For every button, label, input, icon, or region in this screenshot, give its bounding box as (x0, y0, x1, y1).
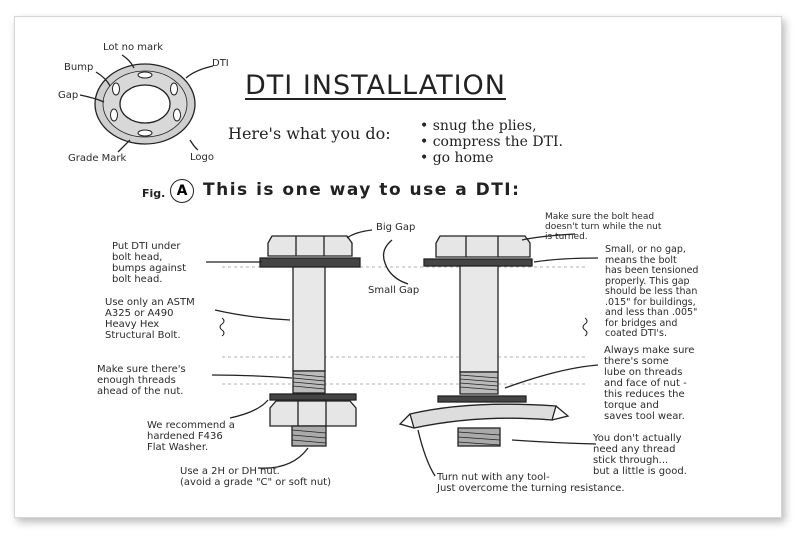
page-title: DTI INSTALLATION (245, 70, 506, 101)
dti-label: DTI (212, 58, 229, 69)
right-bolt (398, 235, 570, 447)
bump-label: Bump (64, 62, 94, 73)
big-gap-label: Big Gap (376, 222, 416, 233)
instruction-step: • compress the DTI. (420, 134, 563, 150)
instruction-step: • go home (420, 150, 494, 166)
gap-label: Gap (58, 90, 79, 101)
note-nut: Use a 2H or DH nut.(avoid a grade "C" or… (180, 466, 331, 488)
figure-letter: A (170, 179, 194, 203)
figure-heading: This is one way to use a DTI: (203, 180, 521, 200)
left-bolt (259, 235, 361, 447)
small-gap-label: Small Gap (368, 285, 420, 296)
instructions-lead: Here's what you do: (228, 124, 391, 143)
figure-prefix: Fig. (142, 187, 166, 200)
grade-mark-label: Grade Mark (68, 153, 127, 164)
dti-washer-illustration (94, 63, 196, 145)
note-small-gap: Small, or no gap,means the bolt has been… (605, 244, 699, 339)
logo-label: Logo (190, 152, 214, 163)
note-turn-nut: Turn nut with any tool-Just overcome the… (437, 472, 625, 494)
instruction-step: • snug the plies, (420, 118, 537, 134)
lot-mark-label: Lot no mark (103, 42, 164, 53)
